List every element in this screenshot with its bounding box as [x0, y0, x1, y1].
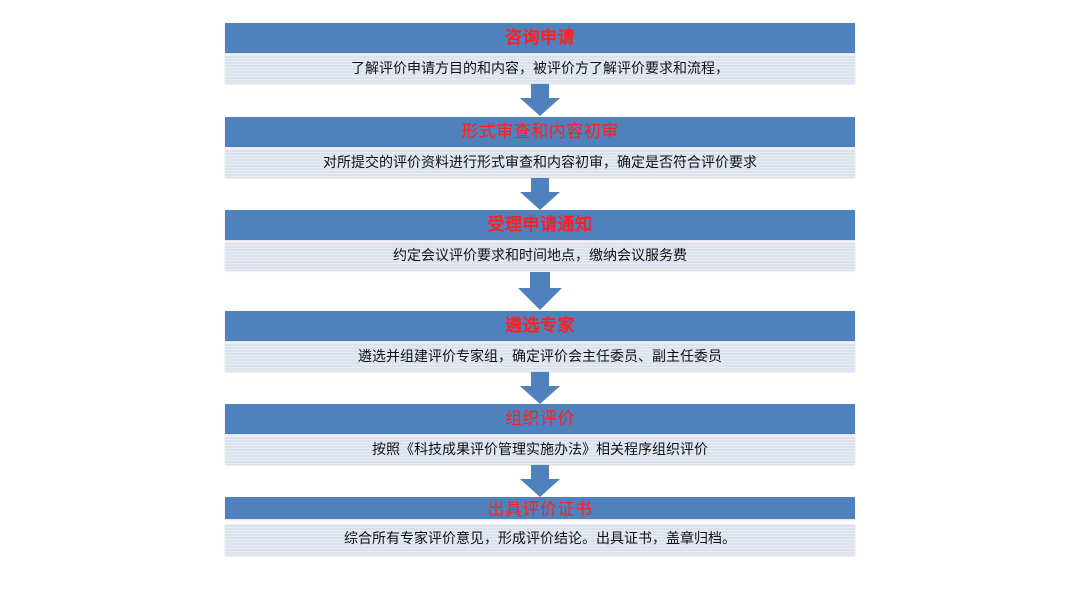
step-title: 咨询申请	[225, 23, 855, 53]
step-title: 形式审查和内容初审	[225, 117, 855, 147]
down-arrow-icon	[518, 272, 562, 310]
step-description: 了解评价申请方目的和内容，被评价方了解评价要求和流程，	[225, 55, 855, 83]
step-title: 遴选专家	[225, 311, 855, 341]
down-arrow-icon	[520, 84, 560, 116]
down-arrow-icon	[520, 178, 560, 210]
step-title: 出具评价证书	[225, 497, 855, 520]
step-title: 组织评价	[225, 404, 855, 434]
down-arrow-icon	[520, 372, 560, 404]
step-description: 遴选并组建评价专家组，确定评价会主任委员、副主任委员	[225, 343, 855, 371]
step-description: 对所提交的评价资料进行形式审查和内容初审，确定是否符合评价要求	[225, 149, 855, 177]
step-description: 按照《科技成果评价管理实施办法》相关程序组织评价	[225, 436, 855, 464]
down-arrow-icon	[520, 465, 560, 497]
step-title: 受理申请通知	[225, 210, 855, 240]
step-description: 约定会议评价要求和时间地点，缴纳会议服务费	[225, 242, 855, 270]
step-description: 综合所有专家评价意见，形成评价结论。出具证书，盖章归档。	[225, 524, 855, 555]
